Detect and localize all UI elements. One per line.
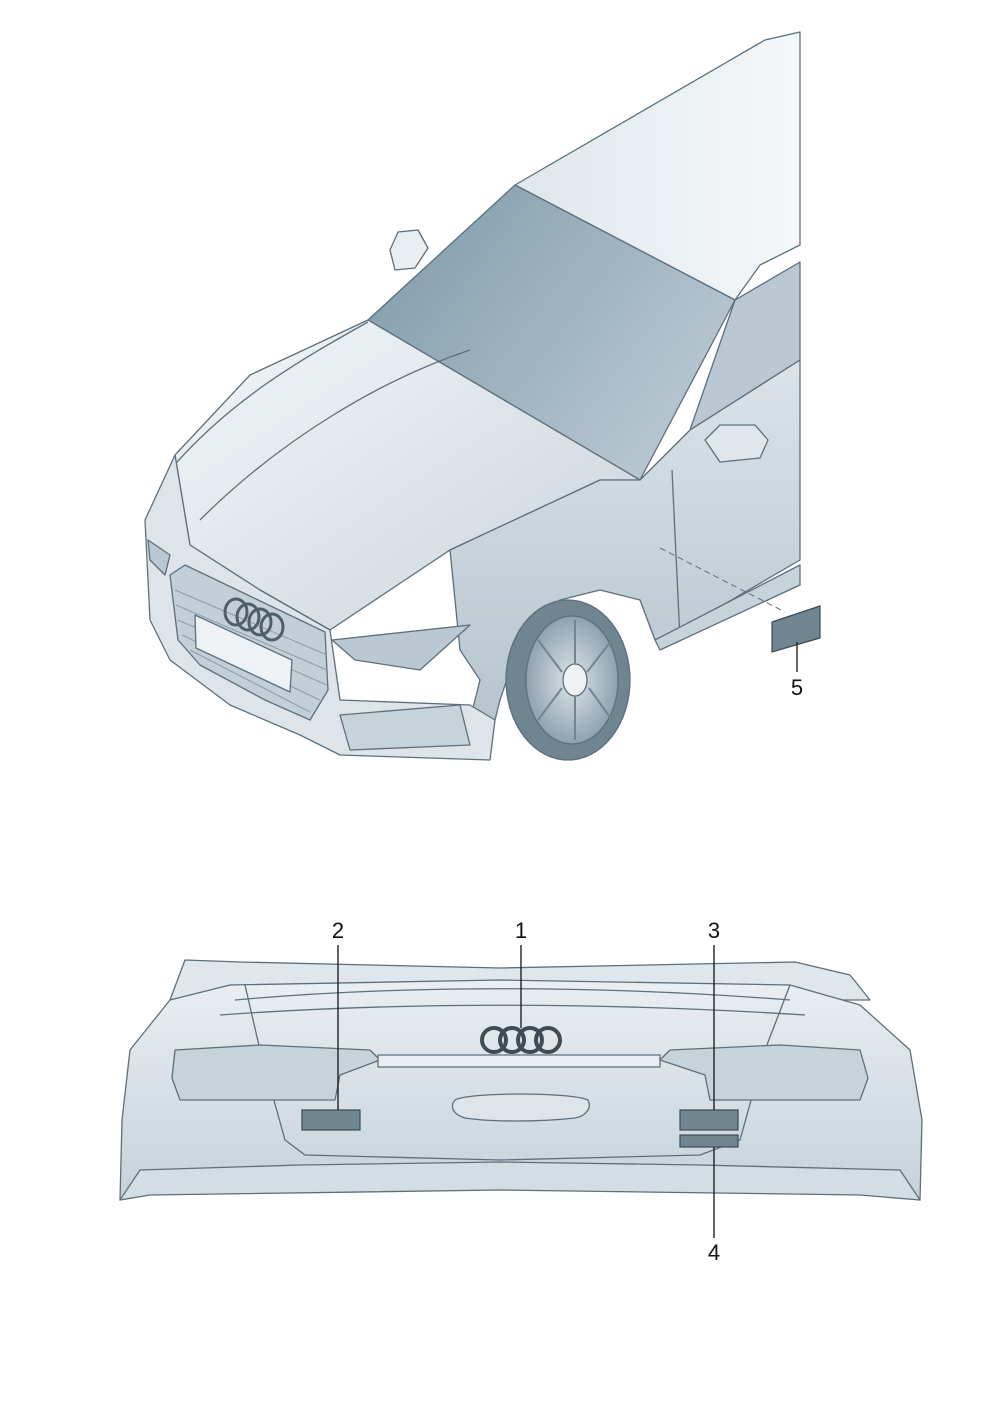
callout-1: 1 [515, 918, 527, 943]
callout-5: 5 [791, 675, 803, 700]
door-seam [671, 469, 681, 641]
chrome-strip [377, 1054, 661, 1068]
side-sticker [771, 605, 821, 653]
rear-badge-right-upper [679, 1109, 739, 1131]
fog-light [339, 704, 471, 751]
front-license-plate [194, 614, 293, 693]
callout-2: 2 [332, 918, 344, 943]
rear-bumper [119, 1161, 921, 1201]
hood-crease [169, 321, 369, 471]
callout-4: 4 [708, 1240, 720, 1265]
trunk-top-line-2 [219, 1004, 806, 1016]
tail-light-right [659, 1044, 869, 1101]
side-mirror [704, 424, 769, 463]
front-view-illustration [144, 31, 801, 761]
trunk-top-line [234, 988, 791, 1001]
rear-audi-rings-emblem-icon [480, 1026, 562, 1054]
hood-crease-2 [199, 349, 471, 521]
leader-lines [337, 642, 798, 1238]
side-sticker-dash [659, 547, 786, 613]
wheel-spokes [537, 620, 613, 740]
rear-badge-right-lower [679, 1134, 739, 1148]
headlight-left [147, 539, 171, 576]
tail-light-left [171, 1044, 381, 1101]
callout-3: 3 [708, 918, 720, 943]
wheel-hub [562, 663, 588, 697]
audi-rings-emblem-icon [223, 597, 285, 642]
rear-license-recess [451, 1093, 590, 1122]
side-sill [654, 564, 801, 651]
front-bumper [144, 454, 496, 761]
headlight [331, 624, 471, 671]
far-side-mirror [389, 229, 429, 271]
rear-badge-left [301, 1109, 361, 1131]
